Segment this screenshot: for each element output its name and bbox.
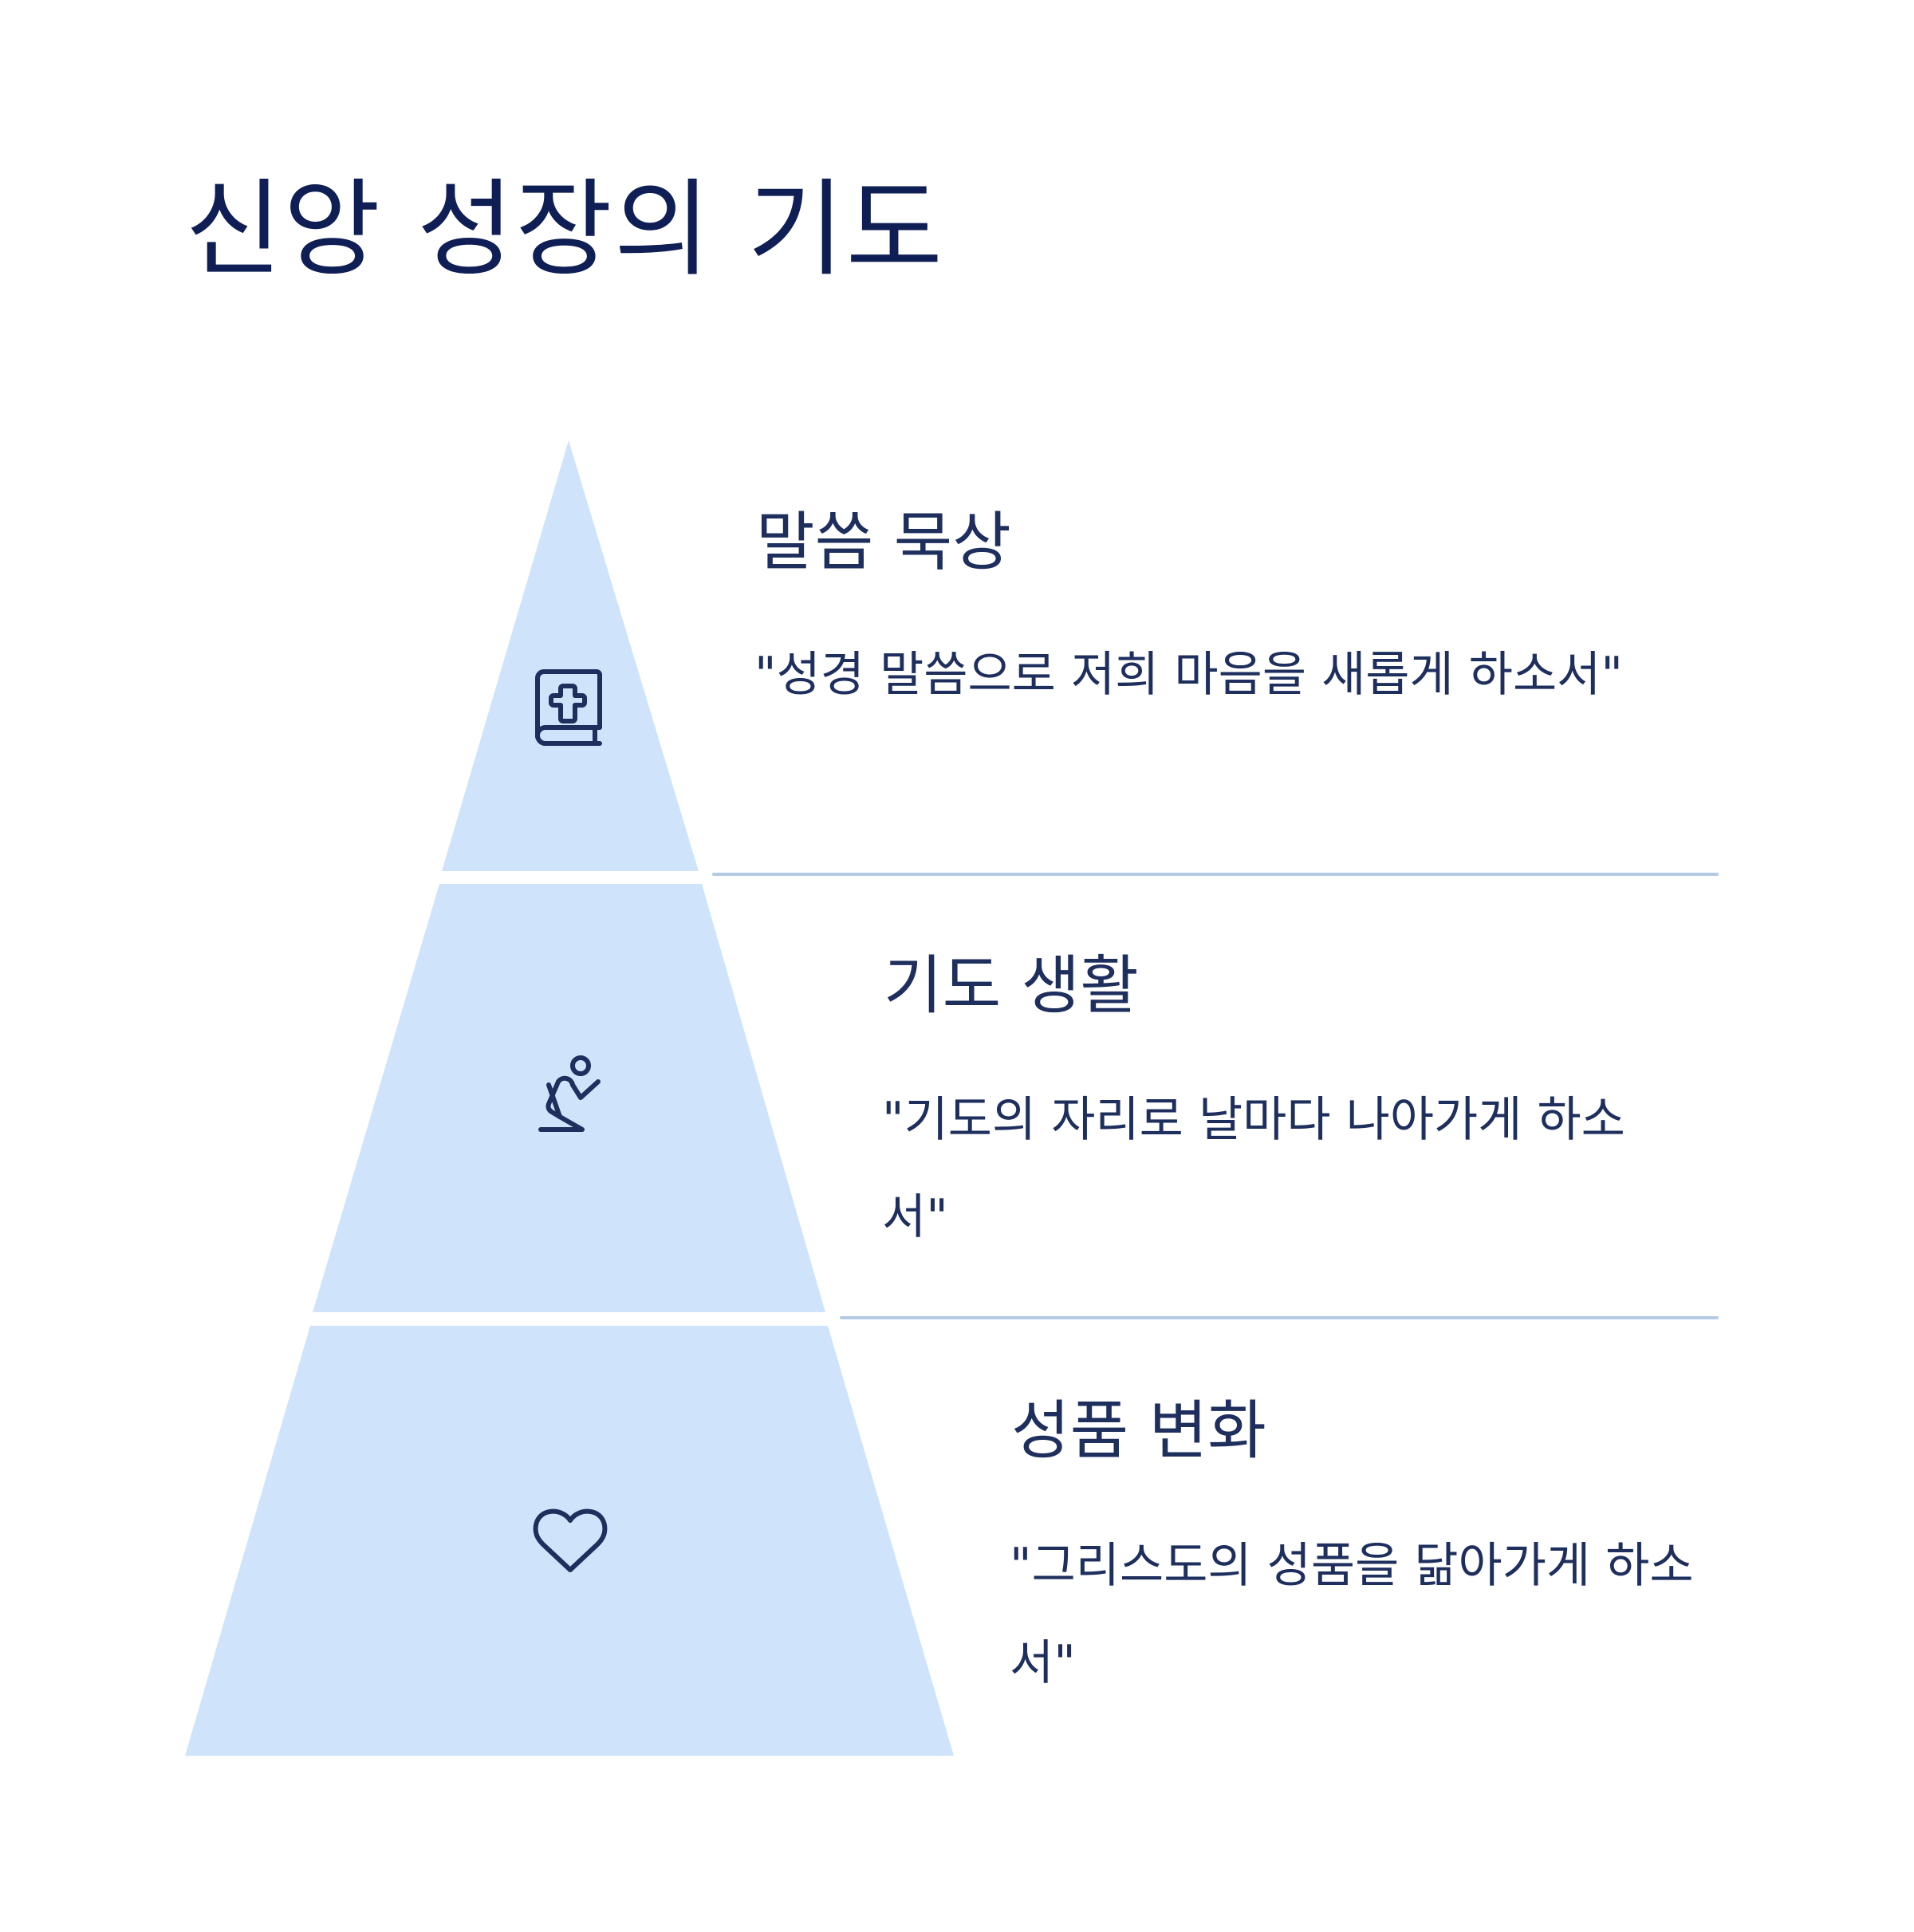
pyramid-tier-middle	[313, 884, 825, 1312]
tier-desc-character-change: "그리스도의 성품을 닮아가게 하소서"	[1010, 1538, 1694, 1691]
pyramid-tier-bottom	[185, 1326, 954, 1756]
tier-title-character-change: 성품 변화	[1011, 1394, 1266, 1468]
tier-title-word-meditation: 말씀 묵상	[756, 505, 1011, 579]
tier-desc-prayer-life: "기도의 자리로 날마다 나아가게 하소서"	[882, 1092, 1625, 1245]
bible-cross-icon	[535, 669, 602, 746]
heart-icon	[533, 1508, 608, 1572]
page-title: 신앙 성장의 기도	[185, 168, 944, 291]
pyramid-tier-top	[442, 440, 699, 871]
tier-title-prayer-life: 기도 생활	[884, 948, 1139, 1023]
kneeling-prayer-icon	[538, 1055, 601, 1132]
tier-desc-word-meditation: "성경 말씀으로 저희 마음을 새롭게 하소서"	[754, 647, 1623, 703]
